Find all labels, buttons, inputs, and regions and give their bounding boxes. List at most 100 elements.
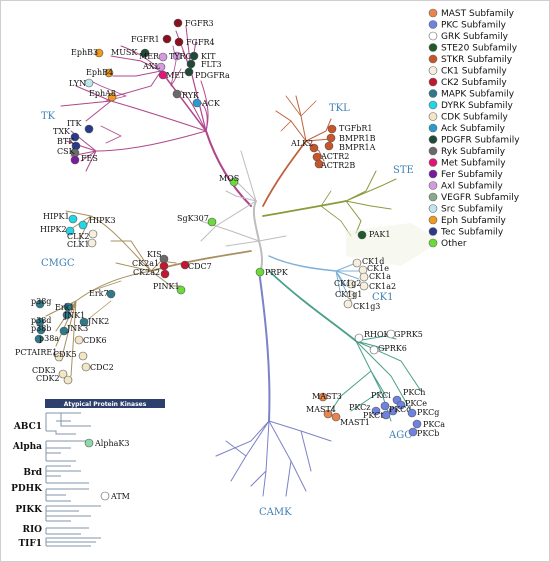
legend-swatch xyxy=(428,43,438,52)
legend-label: VEGFR Subfamily xyxy=(441,193,520,203)
kinase-label: RYK xyxy=(182,91,200,100)
kinase-node-actr2: ACTR2 xyxy=(312,152,349,162)
atypical-lines xyxy=(45,412,101,547)
agc-branches xyxy=(268,270,422,422)
atypical-title: Atypical Protein Kinases xyxy=(64,401,147,408)
kinase-node-ck1g3: CK1g3 xyxy=(343,299,380,311)
kinase-dot xyxy=(58,369,68,379)
kinase-label: CDK6 xyxy=(83,336,107,345)
kinase-dot xyxy=(88,229,98,239)
legend-swatch xyxy=(428,20,438,29)
kinase-node-bmpr1b: BMPR1B xyxy=(326,133,376,143)
atypical-family-pdhk: PDHK xyxy=(11,484,43,494)
kinase-label: CK1e xyxy=(367,264,389,273)
kinase-label: FLT3 xyxy=(201,60,222,69)
legend-label: Other xyxy=(441,239,467,249)
kinase-label: KIT xyxy=(201,52,216,61)
group-label-agc: AGC xyxy=(388,430,412,441)
kinase-node-p38b: p38b xyxy=(31,324,51,335)
kinase-node-pctaire1: PCTAIRE1 xyxy=(15,348,64,362)
kinase-node-gprk6: GPRK6 xyxy=(369,344,407,355)
camk-branches xyxy=(215,270,332,497)
kinase-node-epha8: EphA8 xyxy=(89,89,117,102)
kinase-label: CK1g2 xyxy=(334,279,361,288)
group-label-cmgc: CMGC xyxy=(41,258,75,269)
kinase-node-pkcg: PKCg xyxy=(407,408,439,418)
kinase-node-ck1g2: CK1g2 xyxy=(334,279,361,289)
kinase-node-hipk1: HIPK1 xyxy=(43,212,78,224)
kinase-label: FES xyxy=(81,154,98,163)
kinase-label: HIPK3 xyxy=(89,216,116,225)
kinase-label: EphB3 xyxy=(71,48,98,57)
legend-label: Fer Subfamily xyxy=(441,170,503,180)
kinase-label: p38d xyxy=(31,316,51,325)
legend-label: PDGFR Subfamily xyxy=(441,136,520,146)
legend-label: Axl Subfamily xyxy=(441,182,503,192)
kinase-dot xyxy=(346,279,356,289)
kinase-label: AXL xyxy=(142,62,160,71)
kinase-dot xyxy=(162,34,172,44)
kinase-node-lyn: LYN xyxy=(69,78,94,88)
legend-item-cdk-subfamily: CDK Subfamily xyxy=(428,112,509,123)
kinase-label: FGFR1 xyxy=(131,35,160,44)
kinase-label: CK1g3 xyxy=(353,302,380,311)
kinase-label: MAST1 xyxy=(340,418,370,427)
group-label-ste: STE xyxy=(393,165,414,176)
kinase-label: TYRO3 xyxy=(169,52,197,61)
kinase-node-jnk1: JNK1 xyxy=(62,310,85,320)
kinase-dot xyxy=(359,272,369,282)
kinase-node-gprk5: GPRK5 xyxy=(386,329,423,339)
legend-swatch xyxy=(428,77,438,87)
legend-label: Ryk Subfamily xyxy=(441,147,506,157)
kinase-dot xyxy=(408,427,418,437)
kinase-dot xyxy=(343,299,353,309)
kinase-label: MOS xyxy=(219,174,239,183)
kinase-label: CK1g1 xyxy=(335,290,362,299)
kinase-dot xyxy=(359,281,369,291)
kinase-node-txk: TXK xyxy=(53,127,80,142)
kinase-node-clk2: CLK2 xyxy=(67,229,98,241)
kinase-dot xyxy=(172,89,182,99)
kinase-node-actr2b: ACTR2B xyxy=(314,159,355,170)
kinase-label: HIPK1 xyxy=(43,212,70,221)
legend-swatch xyxy=(428,192,438,202)
legend-item-ryk-subfamily: Ryk Subfamily xyxy=(428,146,506,157)
kinase-dot xyxy=(314,159,324,169)
kinase-node-p38g: p38g xyxy=(31,297,51,309)
kinase-label: CDC2 xyxy=(90,363,114,372)
kinase-node-alk2: ALK2 xyxy=(290,139,319,153)
kinase-dot xyxy=(386,329,396,339)
legend-swatch xyxy=(428,158,438,167)
kinase-dot xyxy=(371,406,381,416)
legend-item-ack-subfamily: Ack Subfamily xyxy=(428,123,506,134)
kinase-node-jnk3: JNK3 xyxy=(59,324,88,336)
legend-item-src-subfamily: Src Subfamily xyxy=(428,204,504,215)
kinase-label: PCTAIRE1 xyxy=(15,348,57,357)
tkl-branches xyxy=(262,95,332,207)
atypical-family-tif1: TIF1 xyxy=(18,539,42,549)
kinase-label: CK2a2 xyxy=(133,268,160,277)
kinase-label: CK1d xyxy=(362,257,384,266)
kinase-dot xyxy=(159,261,169,271)
kinase-label: ACTR2B xyxy=(320,161,355,170)
kinase-label: MAST4 xyxy=(306,405,336,414)
kinase-node-hipk3: HIPK3 xyxy=(78,216,116,230)
kinase-label: PKCg xyxy=(417,408,439,417)
kinase-node-itk: ITK xyxy=(67,119,94,134)
kinase-dot xyxy=(84,124,94,134)
kinase-dot xyxy=(327,124,337,134)
kinase-node-fgfr4: FGFR4 xyxy=(174,37,215,47)
legend-swatch xyxy=(428,31,438,41)
kinase-label: PAK1 xyxy=(369,230,391,239)
kinase-node-flt3: FLT3 xyxy=(186,59,222,69)
kinase-node-cdc2: CDC2 xyxy=(81,362,114,372)
kinase-label: HIPK2 xyxy=(40,225,67,234)
kinase-label: LYN xyxy=(69,79,86,88)
kinase-label: ACTR2 xyxy=(320,152,349,161)
legend-label: Tec Subfamily xyxy=(440,228,504,238)
kinase-dot xyxy=(357,230,367,240)
kinase-dot xyxy=(78,351,88,361)
kinase-node-kit: KIT xyxy=(189,51,216,61)
atypical-leaf-atm: ATM xyxy=(110,492,130,501)
kinase-dot xyxy=(106,289,116,299)
